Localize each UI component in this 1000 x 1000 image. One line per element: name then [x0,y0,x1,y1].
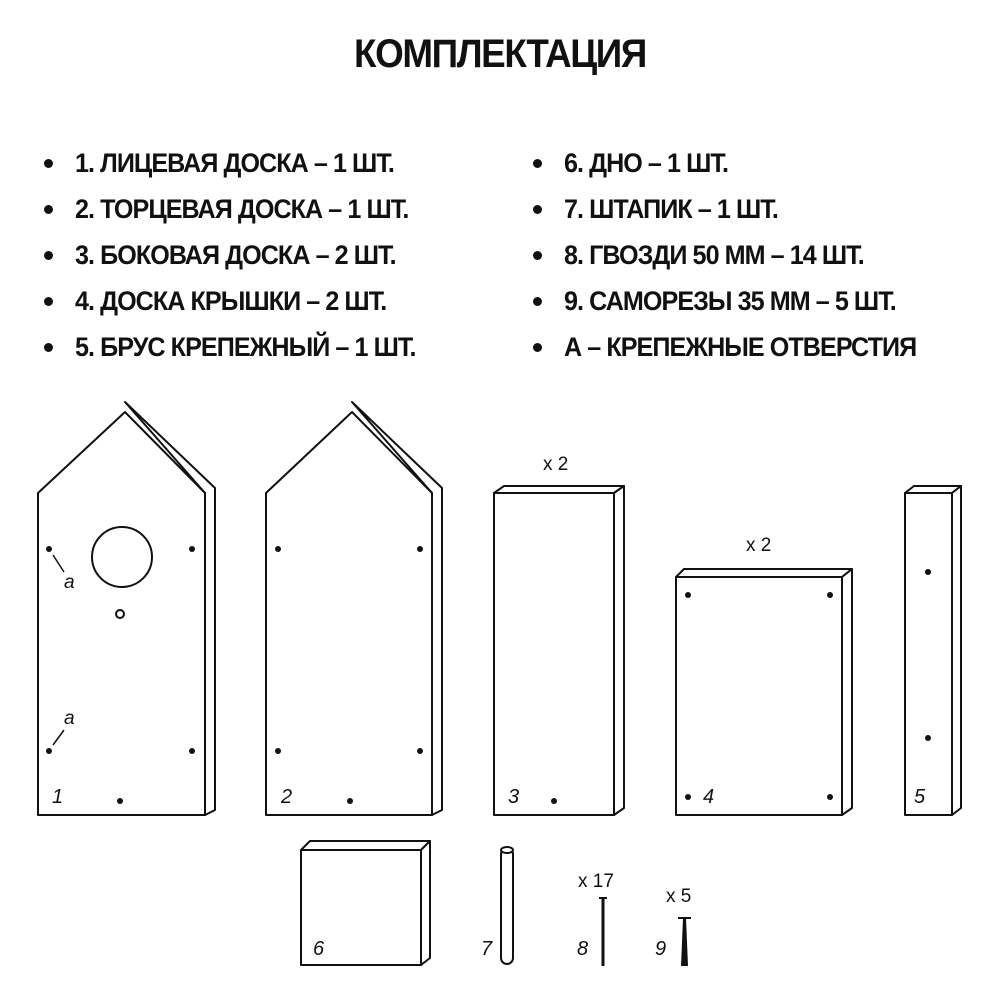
part-number-label: 6 [313,938,325,960]
screw-icon [678,917,691,966]
mounting-hole [925,735,931,741]
part-number-label: 8 [577,938,588,960]
part-number-label: 4 [703,786,714,808]
hole-marker-label: а [64,708,75,729]
hole-marker-label: а [64,572,75,593]
side-board-part [493,485,625,816]
bullet-icon [44,342,53,352]
mounting-holes [46,546,931,804]
bullet-icon [533,204,542,214]
part-number-label: 1 [52,786,63,808]
mounting-hole [189,546,195,552]
part-number-label: 7 [481,938,493,960]
part-number-label: 9 [655,938,666,960]
mounting-hole [347,798,353,804]
roof-board-part [675,568,853,816]
part-number-label: 2 [280,786,292,808]
entrance-hole-icon [91,526,153,588]
mounting-hole [117,798,123,804]
front-board-part [37,401,216,816]
mounting-hole [275,748,281,754]
perch-hole-icon [115,609,125,619]
mounting-hole [551,798,557,804]
bullet-icon [533,250,542,260]
list-item: 1. ЛИЦЕВАЯ ДОСКА – 1 ШТ. [44,140,441,186]
mounting-hole [275,546,281,552]
bullet-icon [533,296,542,306]
bullet-icon [44,296,53,306]
parts-list-right: 6. ДНО – 1 ШТ. 7. ШТАПИК – 1 ШТ. 8. ГВОЗ… [533,140,943,370]
mounting-hole [189,748,195,754]
quantity-label: x 2 [543,454,568,475]
leader-line [52,554,65,573]
mounting-hole [685,794,691,800]
perch-rod-part [500,846,514,965]
mounting-hole [827,592,833,598]
hole-leader-lines [52,554,65,746]
bullet-icon [533,342,542,352]
list-item: 2. ТОРЦЕВАЯ ДОСКА – 1 ШТ. [44,186,441,232]
list-item: 9. САМОРЕЗЫ 35 ММ – 5 ШТ. [533,278,943,324]
parts-list-left: 1. ЛИЦЕВАЯ ДОСКА – 1 ШТ. 2. ТОРЦЕВАЯ ДОС… [44,140,441,370]
mounting-hole [925,569,931,575]
list-item: 5. БРУС КРЕПЕЖНЫЙ – 1 ШТ. [44,324,441,370]
list-item: 8. ГВОЗДИ 50 ММ – 14 ШТ. [533,232,943,278]
leader-line [52,729,65,746]
list-item: 7. ШТАПИК – 1 ШТ. [533,186,943,232]
nail-icon [599,897,607,966]
back-board-part [265,401,443,816]
mounting-hole [685,592,691,598]
mounting-hole [827,794,833,800]
mounting-hole [417,748,423,754]
list-item: 4. ДОСКА КРЫШКИ – 2 ШТ. [44,278,441,324]
quantity-label: x 5 [666,886,691,907]
bottom-part [300,840,431,966]
bullet-icon [44,250,53,260]
bullet-icon [533,158,542,168]
part-number-label: 5 [914,786,926,808]
mounting-hole [417,546,423,552]
list-item: А – КРЕПЕЖНЫЕ ОТВЕРСТИЯ [533,324,943,370]
mounting-bar-part [904,485,962,816]
bullet-icon [44,204,53,214]
list-item: 3. БОКОВАЯ ДОСКА – 2 ШТ. [44,232,441,278]
mounting-hole [46,546,52,552]
quantity-label: x 17 [578,871,614,892]
page-title: КОМПЛЕКТАЦИЯ [354,32,647,76]
bullet-icon [44,158,53,168]
mounting-hole [46,748,52,754]
list-item: 6. ДНО – 1 ШТ. [533,140,943,186]
quantity-label: x 2 [746,535,771,556]
part-number-label: 3 [508,786,519,808]
